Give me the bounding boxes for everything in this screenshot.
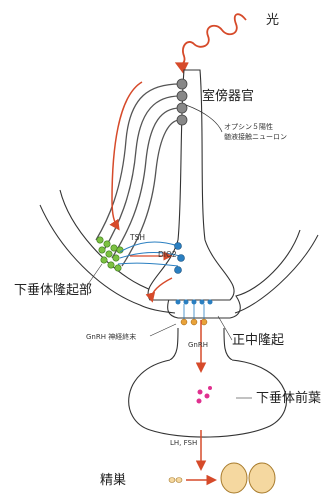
ventricle-outline-right [235,235,318,313]
large-testis-icon [221,463,275,493]
median-eminence-label: 正中隆起 [232,334,284,347]
gnrh-orange-terminals [181,319,207,325]
light-label: 光 [266,14,279,27]
gnrh-axons [184,304,204,319]
testis-label: 精巣 [100,474,126,487]
pars-tuberalis-label: 下垂体隆起部 [14,284,92,297]
third-ventricle-funnel [148,70,234,300]
pituitary-label: 下垂体前葉 [256,392,321,405]
gnrh-terminal-pointer [150,324,176,336]
csf-contact-organ-label: 室傍器官 [202,90,254,103]
tsh-label: TSH [130,234,145,242]
light-wave [178,14,246,64]
lh-fsh-label: LH, FSH [170,440,197,447]
median-eminence-pointer [218,316,232,340]
gnrh-terminal-label: GnRH 神経終末 [86,334,136,341]
opsin-neuron-label-2: 髄液接触ニューロン [224,134,287,141]
dio2-label: DIO2 [158,251,177,259]
small-testis-icon [169,478,182,483]
gnrh-label: GnRH [188,342,208,349]
opsin-neuron-label-1: オプシン５陽性 [224,124,273,131]
